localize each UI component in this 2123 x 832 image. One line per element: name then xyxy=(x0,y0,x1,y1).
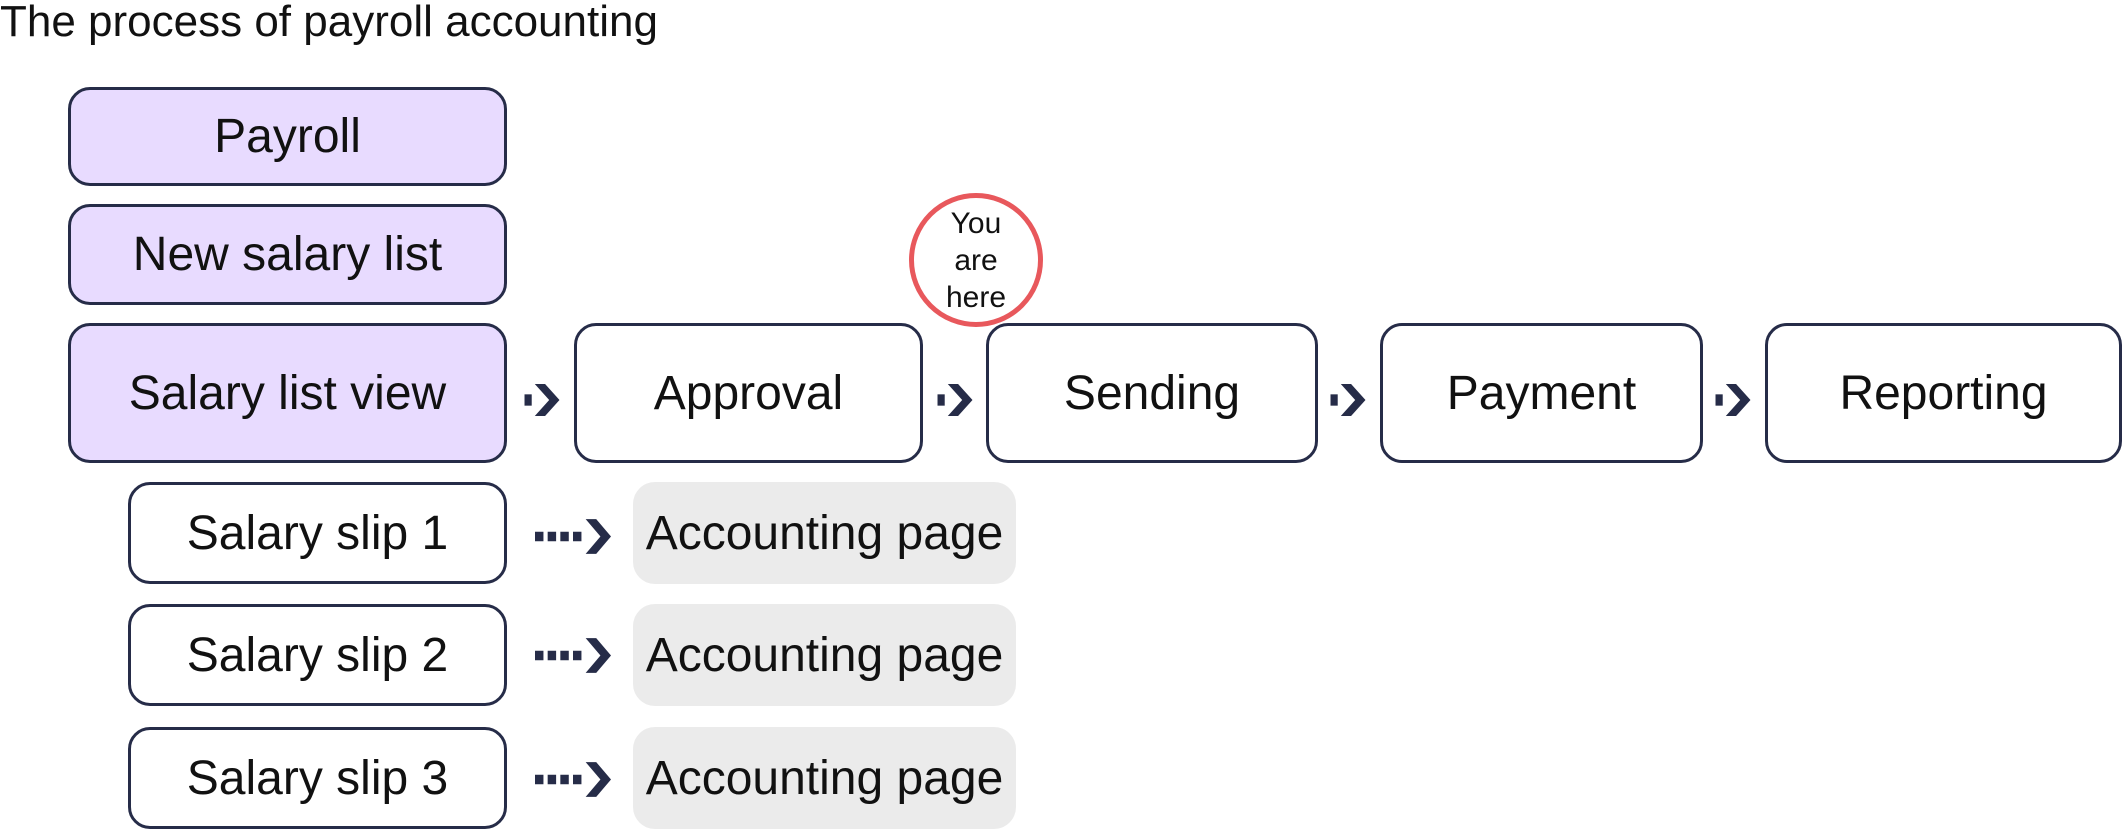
accounting-page-label: Accounting page xyxy=(645,751,1004,805)
salary-list-view-label: Salary list view xyxy=(128,366,447,420)
salary-list-view-box: Salary list view xyxy=(68,323,507,463)
diagram-title: The process of payroll accounting xyxy=(0,0,658,46)
dashed-arrow-icon xyxy=(535,519,611,554)
payroll-box: Payroll xyxy=(68,87,507,186)
accounting-page-label: Accounting page xyxy=(645,506,1004,560)
dashed-arrow-icon xyxy=(535,762,611,797)
accounting-page-box: Accounting page xyxy=(633,727,1016,829)
step-payment-box: Payment xyxy=(1380,323,1703,463)
accounting-page-box: Accounting page xyxy=(633,604,1016,706)
you-are-here-marker: You are here xyxy=(909,193,1043,327)
payroll-label: Payroll xyxy=(214,110,361,163)
salary-slip-box: Salary slip 3 xyxy=(128,727,507,829)
flow-arrow-icon xyxy=(1330,384,1366,416)
step-label: Sending xyxy=(1063,366,1241,420)
salary-slip-label: Salary slip 3 xyxy=(186,751,449,805)
accounting-page-box: Accounting page xyxy=(633,482,1016,584)
step-reporting-box: Reporting xyxy=(1765,323,2122,463)
new-salary-list-label: New salary list xyxy=(132,228,443,281)
step-approval-box: Approval xyxy=(574,323,923,463)
salary-slip-label: Salary slip 1 xyxy=(186,506,449,560)
salary-slip-box: Salary slip 2 xyxy=(128,604,507,706)
flow-arrow-icon xyxy=(937,384,973,416)
salary-slip-box: Salary slip 1 xyxy=(128,482,507,584)
step-sending-box: Sending xyxy=(986,323,1318,463)
new-salary-list-box: New salary list xyxy=(68,204,507,305)
step-label: Approval xyxy=(653,366,844,420)
flow-arrow-icon xyxy=(524,384,560,416)
marker-line: You xyxy=(950,206,1002,240)
flow-arrow-icon xyxy=(1715,384,1751,416)
marker-line: here xyxy=(945,280,1007,314)
salary-slip-label: Salary slip 2 xyxy=(186,628,449,682)
marker-line: are xyxy=(954,243,998,277)
dashed-arrow-icon xyxy=(535,638,611,673)
step-label: Reporting xyxy=(1839,366,2048,420)
step-label: Payment xyxy=(1446,366,1637,420)
accounting-page-label: Accounting page xyxy=(645,628,1004,682)
